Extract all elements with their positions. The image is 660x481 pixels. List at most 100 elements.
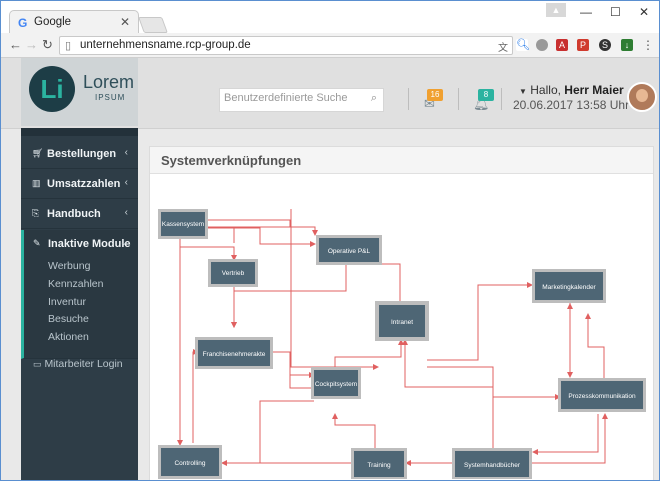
page-icon: ▯: [65, 40, 72, 52]
circle-ext-icon[interactable]: S: [599, 39, 611, 51]
sidebar-item-bestellungen[interactable]: 🛒︎ Bestellungen ‹: [21, 140, 138, 169]
caret-down-icon: ▼: [519, 87, 527, 96]
pdf-ext-icon[interactable]: P: [577, 39, 589, 51]
connector: [270, 351, 315, 378]
back-icon[interactable]: ←: [9, 37, 22, 52]
connector: [532, 414, 599, 455]
tab-title: Google: [34, 16, 72, 28]
sidebar-item-label: Handbuch: [47, 208, 101, 220]
minimize-button[interactable]: —: [580, 5, 592, 19]
node-intranet[interactable]: Intranet: [375, 301, 429, 341]
reload-icon[interactable]: ↻: [42, 37, 53, 52]
sidebar-item-login[interactable]: ▭ Mitarbeiter Login: [33, 358, 123, 370]
google-icon: G: [18, 16, 28, 30]
panel-header: Systemverknüpfungen: [150, 147, 653, 174]
connector: [289, 352, 314, 389]
sidebar-subitem-kennzahlen[interactable]: Kennzahlen: [48, 278, 104, 290]
acrobat-ext-icon[interactable]: A: [556, 39, 568, 51]
logo-mark: Li: [29, 66, 75, 112]
node-vertrieb[interactable]: Vertrieb: [208, 259, 258, 287]
node-label: Kassensystem: [162, 221, 204, 228]
node-label: Franchisenehmerakte: [203, 351, 266, 358]
menu-icon[interactable]: ⋮: [642, 38, 654, 52]
diagram-nodes: Kassensystem Vertrieb Operative P&L: [158, 209, 646, 479]
node-franchisenehmerakte[interactable]: Franchisenehmerakte: [195, 337, 273, 369]
connector: [427, 366, 561, 400]
node-operative[interactable]: Operative P&L: [316, 235, 382, 265]
node-marketingkalender[interactable]: Marketingkalender: [532, 269, 606, 303]
url-text: unternehmensname.rcp-group.de: [80, 39, 251, 51]
search-ext-icon[interactable]: 🔍︎: [516, 39, 530, 51]
url-bar[interactable]: ▯ unternehmensname.rcp-group.de 文: [59, 36, 513, 55]
connector: [179, 239, 237, 261]
new-tab-button[interactable]: [138, 17, 168, 33]
maximize-button[interactable]: ☐: [610, 5, 621, 19]
sidebar-subitem-inventur[interactable]: Inventur: [48, 296, 86, 308]
bubble-ext-icon[interactable]: [536, 39, 548, 51]
node-label: Intranet: [391, 319, 413, 326]
search-input[interactable]: [224, 92, 364, 104]
node-label: Systemhandbücher: [464, 462, 521, 469]
address-toolbar: ← → ↻ ▯ unternehmensname.rcp-group.de 文 …: [1, 33, 659, 58]
connector: [402, 339, 494, 450]
avatar[interactable]: [627, 82, 657, 112]
logo-letters: Li: [40, 74, 64, 104]
connector: [585, 313, 605, 383]
user-greeting[interactable]: ▼ Hallo, Herr Maier: [519, 83, 624, 97]
chevron-left-icon: ‹: [124, 207, 128, 218]
divider: [458, 88, 459, 110]
page-header: Li Lorem IPSUM ⌕ ✉ 16 🔔︎ 8 ▼ Hallo, Herr…: [1, 58, 659, 129]
connector: [427, 282, 533, 361]
content-panel: Systemverknüpfungen: [149, 146, 654, 480]
sidebar-item-umsatzzahlen[interactable]: ▥ Umsatzzahlen ‹: [21, 170, 138, 199]
tab-close-icon[interactable]: ✕: [119, 15, 130, 29]
profile-icon[interactable]: ▲: [546, 3, 566, 17]
user-name: Herr Maier: [564, 83, 624, 97]
logo-name: Lorem: [83, 72, 135, 92]
sidebar-item-label: Inaktive Module: [48, 238, 131, 250]
connector: [207, 227, 316, 247]
divider: [408, 88, 409, 110]
mail-badge: 16: [427, 89, 443, 101]
connector: [207, 227, 235, 243]
login-label: Mitarbeiter Login: [44, 358, 123, 370]
sidebar-item-handbuch[interactable]: ⎘ Handbuch ‹: [21, 200, 138, 229]
sidebar-item-inaktive-module[interactable]: ✎ Inaktive Module ⌄: [21, 230, 138, 359]
sidebar-subitem-aktionen[interactable]: Aktionen: [48, 331, 89, 343]
node-systemhandbuecher[interactable]: Systemhandbücher: [452, 448, 532, 479]
close-window-button[interactable]: ✕: [639, 5, 650, 19]
node-label: Controlling: [174, 460, 205, 467]
book-icon: ⎘: [32, 208, 40, 218]
chevron-down-icon: ⌄: [119, 237, 128, 248]
page: Li Lorem IPSUM ⌕ ✉ 16 🔔︎ 8 ▼ Hallo, Herr…: [1, 58, 659, 480]
node-label: Prozesskommunikation: [568, 393, 636, 400]
logo[interactable]: Li Lorem IPSUM: [21, 58, 138, 126]
system-diagram: Kassensystem Vertrieb Operative P&L: [158, 209, 646, 479]
forward-icon[interactable]: →: [25, 37, 38, 52]
browser-tab[interactable]: G Google ✕: [9, 10, 139, 34]
mail-icon[interactable]: ✉: [424, 96, 435, 111]
sidebar-top: [21, 128, 138, 136]
node-cockpitsystem[interactable]: Cockpitsystem: [311, 367, 361, 399]
divider: [501, 88, 502, 110]
greeting-text: Hallo,: [530, 83, 561, 97]
sidebar-subitem-werbung[interactable]: Werbung: [48, 260, 91, 272]
translate-icon[interactable]: 文: [498, 43, 508, 54]
chevron-left-icon: ‹: [124, 177, 128, 188]
node-kassensystem[interactable]: Kassensystem: [158, 209, 208, 239]
logo-sub: IPSUM: [95, 93, 126, 102]
node-training[interactable]: Training: [351, 448, 407, 479]
download-ext-icon[interactable]: ↓: [621, 39, 633, 51]
node-label: Operative P&L: [328, 248, 371, 255]
sidebar-subitem-besuche[interactable]: Besuche: [48, 313, 89, 325]
connector: [259, 400, 314, 463]
node-label: Vertrieb: [222, 270, 245, 277]
chart-icon: ▥: [32, 178, 41, 188]
chevron-left-icon: ‹: [124, 147, 128, 158]
node-label: Marketingkalender: [542, 284, 596, 291]
node-prozesskommunikation[interactable]: Prozesskommunikation: [558, 378, 646, 412]
node-controlling[interactable]: Controlling: [158, 445, 222, 479]
search-icon[interactable]: ⌕: [370, 92, 377, 104]
title-bar: G Google ✕ ▲ — ☐ ✕: [1, 1, 659, 34]
